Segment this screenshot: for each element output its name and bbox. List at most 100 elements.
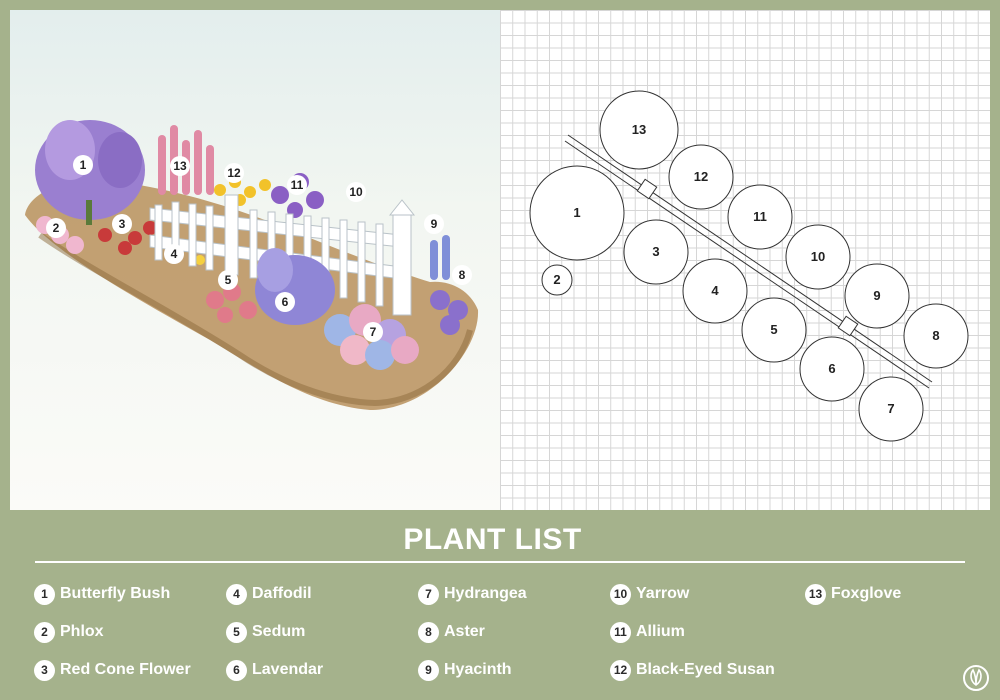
- hydrangea-art: [324, 304, 419, 370]
- plant-number-badge: 13: [805, 583, 826, 605]
- plant-number-badge: 7: [418, 583, 439, 605]
- plan-plant-label: 2: [553, 272, 560, 287]
- illustration-marker: [452, 265, 472, 285]
- illustration-marker: [363, 322, 383, 342]
- plan-plant-label: 6: [828, 361, 835, 376]
- illustration-marker-label: 1: [80, 158, 87, 172]
- plant-number-badge: 2: [34, 621, 55, 643]
- plant-number-badge: 4: [226, 583, 247, 605]
- plant-list-item: 3 Red Cone Flower: [34, 658, 191, 682]
- plan-plant-circle: [727, 184, 793, 250]
- illustration-marker: [424, 214, 444, 234]
- plant-name: Butterfly Bush: [60, 585, 171, 602]
- plant-list-item: 4 Daffodil: [226, 582, 312, 606]
- plant-name: Aster: [444, 623, 485, 640]
- sedum-art: [206, 283, 257, 323]
- hyacinth-art: [430, 235, 450, 280]
- plant-name: Hyacinth: [444, 661, 512, 678]
- illustration-marker-label: 2: [53, 221, 60, 235]
- plant-number-badge: 6: [226, 659, 247, 681]
- plant-name: Red Cone Flower: [60, 661, 191, 678]
- plan-plant-circle: [858, 376, 924, 442]
- plant-name: Lavendar: [252, 661, 324, 678]
- plan-plant-circle: [541, 264, 573, 296]
- plant-name: Yarrow: [636, 585, 690, 602]
- illustration-marker-label: 10: [349, 185, 363, 199]
- plant-name: Phlox: [60, 623, 104, 640]
- illustration-marker: [46, 218, 66, 238]
- plan-fence-line: [564, 134, 933, 389]
- plant-list-item: 13 Foxglove: [805, 582, 901, 606]
- illustration-marker-label: 7: [370, 325, 377, 339]
- illustration-marker-label: 4: [171, 247, 178, 261]
- plant-list-item: 1 Butterfly Bush: [34, 582, 170, 606]
- plant-list-item: 5 Sedum: [226, 620, 305, 644]
- plan-plant-label: 12: [694, 169, 708, 184]
- illustration-marker: [346, 182, 366, 202]
- illustration-marker: [275, 292, 295, 312]
- plant-number-badge: 12: [610, 659, 631, 681]
- plan-plant-label: 10: [811, 249, 825, 264]
- illustration-marker-label: 6: [282, 295, 289, 309]
- illustration-marker: [170, 156, 190, 176]
- leaf-logo-icon: [963, 665, 989, 691]
- illustration-marker: [164, 244, 184, 264]
- plant-number-badge: 3: [34, 659, 55, 681]
- plan-plant-label: 11: [753, 209, 767, 224]
- plant-name: Hydrangea: [444, 585, 527, 602]
- plan-plant-circle: [741, 297, 807, 363]
- illustration-marker-label: 13: [173, 159, 187, 173]
- plan-plant-circle: [799, 336, 865, 402]
- illustration-marker: [224, 163, 244, 183]
- plan-plant-circle: [785, 224, 851, 290]
- soil-bed-shadow: [38, 232, 473, 407]
- plant-list-item: 11 Allium: [610, 620, 685, 644]
- plan-plant-label: 3: [652, 244, 659, 259]
- plant-list-title: PLANT LIST: [403, 523, 582, 556]
- illustration-marker: [73, 155, 93, 175]
- illustration-marker: [287, 175, 307, 195]
- plant-number-badge: 5: [226, 621, 247, 643]
- plan-plant-label: 9: [873, 288, 880, 303]
- plan-plant-label: 8: [932, 328, 939, 343]
- plant-name: Foxglove: [831, 585, 902, 602]
- plant-number-badge: 8: [418, 621, 439, 643]
- plant-number-badge: 9: [418, 659, 439, 681]
- plan-plant-label: 4: [711, 283, 719, 298]
- plant-number-badge: 1: [34, 583, 55, 605]
- plant-list-item: 12 Black-Eyed Susan: [610, 658, 775, 682]
- illustration-marker-label: 3: [119, 217, 126, 231]
- plan-plant-label: 1: [573, 205, 580, 220]
- plant-name: Daffodil: [252, 585, 312, 602]
- illustration-marker-label: 9: [431, 217, 438, 231]
- plant-name: Black-Eyed Susan: [636, 661, 775, 678]
- plan-plant-label: 13: [632, 122, 646, 137]
- illustration-marker-label: 5: [225, 273, 232, 287]
- plant-number-badge: 11: [610, 621, 631, 643]
- illustration-marker-label: 11: [291, 178, 304, 192]
- plan-plant-circle: [668, 144, 734, 210]
- plan-plant-circle: [903, 303, 969, 369]
- aster-art: [430, 290, 468, 335]
- plant-name: Sedum: [252, 623, 306, 640]
- plan-plant-label: 5: [770, 322, 777, 337]
- plan-plant-circle: [599, 90, 679, 170]
- plant-list-item: 6 Lavendar: [226, 658, 323, 682]
- plant-name: Allium: [636, 623, 685, 640]
- illustration-marker: [112, 214, 132, 234]
- illustration-marker: [218, 270, 238, 290]
- plant-list-item: 2 Phlox: [34, 620, 104, 644]
- plant-number-badge: 10: [610, 583, 631, 605]
- plan-plant-circle: [682, 258, 748, 324]
- illustration-marker-label: 12: [227, 166, 241, 180]
- illustration-marker-label: 8: [459, 268, 466, 282]
- plan-plant-circle: [529, 165, 625, 261]
- plan-plant-label: 7: [887, 401, 894, 416]
